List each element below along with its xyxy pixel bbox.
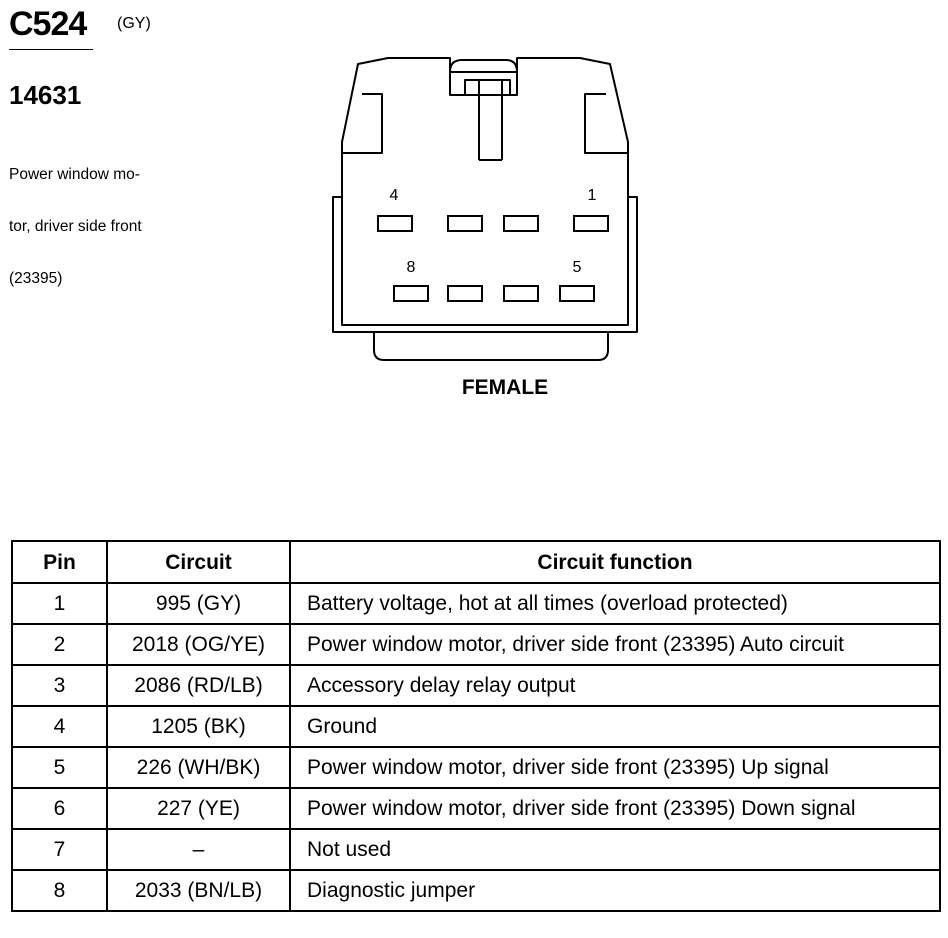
column-header-circuit: Circuit	[106, 540, 291, 584]
connector-id: C524	[9, 5, 87, 43]
function-cell: Diagnostic jumper	[289, 869, 941, 912]
cavity-pin-2	[503, 215, 539, 232]
pin-cell: 4	[11, 705, 108, 748]
title-underline	[9, 49, 93, 50]
column-header-pin: Pin	[11, 540, 108, 584]
description-line-1: Power window mo-	[9, 166, 140, 183]
cavity-pin-7	[447, 285, 483, 302]
function-cell: Accessory delay relay output	[289, 664, 941, 707]
cavity-label-4: 4	[390, 187, 399, 204]
circuit-cell: 2018 (OG/YE)	[106, 623, 291, 666]
circuit-cell: 1205 (BK)	[106, 705, 291, 748]
left-latch	[342, 93, 383, 154]
function-cell: Ground	[289, 705, 941, 748]
circuit-cell: 226 (WH/BK)	[106, 746, 291, 789]
description-line-2: tor, driver side front	[9, 218, 142, 235]
function-cell: Power window motor, driver side front (2…	[289, 787, 941, 830]
cavity-pin-4	[377, 215, 413, 232]
pin-cell: 5	[11, 746, 108, 789]
circuit-cell: –	[106, 828, 291, 871]
pin-cell: 7	[11, 828, 108, 871]
cavity-label-1: 1	[588, 187, 597, 204]
description-line-3: (23395)	[9, 270, 63, 287]
right-latch	[584, 93, 628, 154]
function-cell: Power window motor, driver side front (2…	[289, 623, 941, 666]
pin-cell: 8	[11, 869, 108, 912]
part-number: 14631	[9, 80, 82, 110]
pin-cell: 1	[11, 582, 108, 625]
cavity-region	[341, 197, 629, 326]
circuit-cell: 2086 (RD/LB)	[106, 664, 291, 707]
circuit-cell: 995 (GY)	[106, 582, 291, 625]
pin-cell: 6	[11, 787, 108, 830]
cavity-pin-3	[447, 215, 483, 232]
cavity-pin-8	[393, 285, 429, 302]
component-description: Power window mo- tor, driver side front …	[9, 136, 179, 318]
column-header-function: Circuit function	[289, 540, 941, 584]
pin-cell: 2	[11, 623, 108, 666]
circuit-cell: 2033 (BN/LB)	[106, 869, 291, 912]
connector-color: (GY)	[117, 15, 151, 32]
pin-cell: 3	[11, 664, 108, 707]
cavity-label-5: 5	[573, 259, 582, 276]
cavity-pin-1	[573, 215, 609, 232]
table-header-row: Pin Circuit Circuit function	[11, 540, 941, 584]
circuit-cell: 227 (YE)	[106, 787, 291, 830]
cavity-pin-6	[503, 285, 539, 302]
table-row: 7–Not used	[11, 828, 941, 871]
function-cell: Power window motor, driver side front (2…	[289, 746, 941, 789]
function-cell: Battery voltage, hot at all times (overl…	[289, 582, 941, 625]
function-cell: Not used	[289, 828, 941, 871]
locking-tab	[449, 59, 518, 96]
cavity-label-8: 8	[407, 259, 416, 276]
connector-face-diagram: 4 1 8 5	[332, 57, 638, 361]
tab-window	[464, 79, 511, 96]
bottom-skirt	[373, 332, 609, 361]
cavity-pin-5	[559, 285, 595, 302]
connector-gender-label: FEMALE	[461, 376, 549, 399]
